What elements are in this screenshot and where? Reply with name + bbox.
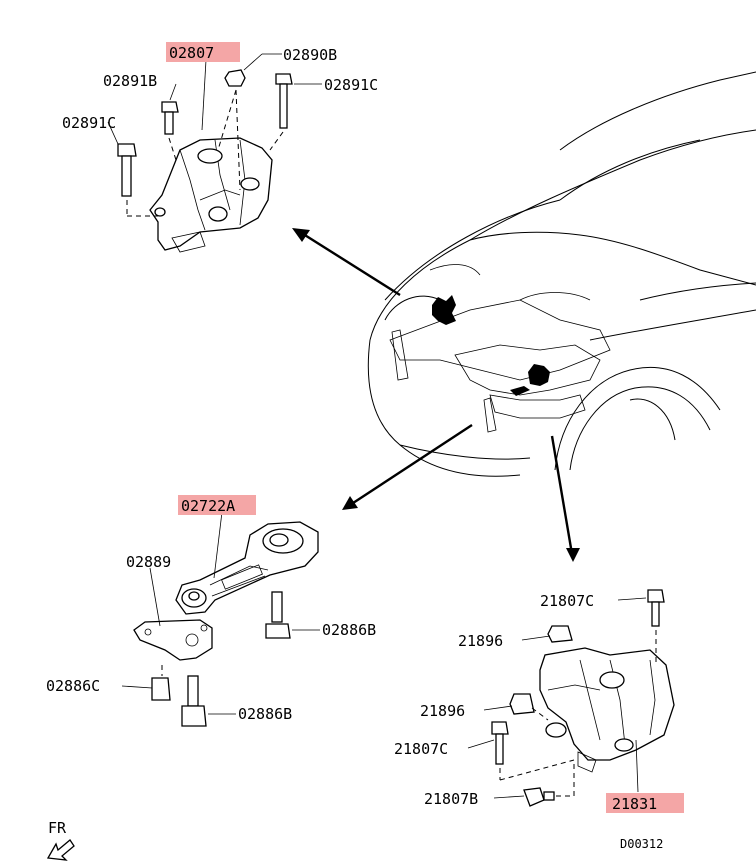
bolt-21807b	[523, 760, 575, 807]
bolt-02886c	[151, 665, 171, 701]
diagram-code: D00312	[620, 837, 663, 851]
car-outline	[367, 71, 756, 477]
label-02886c: 02886C	[46, 677, 100, 695]
label-21807c-lower: 21807C	[394, 740, 448, 758]
nut-21896-lower	[509, 693, 549, 721]
label-02722a: 02722A	[181, 497, 235, 515]
bolt-02890b	[217, 69, 246, 191]
bolt-02891b	[161, 101, 179, 161]
label-02886b-lower: 02886B	[238, 705, 292, 723]
highlight-21831	[606, 793, 684, 813]
label-02886b-upper: 02886B	[322, 621, 376, 639]
right-mount-assembly	[467, 589, 675, 807]
pointer-arrows	[292, 228, 580, 562]
callout-labels: 02807 02890B 02891B 02891C 02891C 02722A…	[46, 42, 684, 813]
highlight-02807	[166, 42, 240, 62]
front-direction-label: FR	[48, 819, 67, 837]
label-02891c-right: 02891C	[324, 76, 378, 94]
label-02891b: 02891B	[103, 72, 157, 90]
footer: FR D00312	[46, 819, 663, 861]
label-02891c-left: 02891C	[62, 114, 116, 132]
bolt-02891c-left	[117, 143, 158, 217]
highlight-02722a	[178, 495, 256, 515]
label-21807b: 21807B	[424, 790, 478, 808]
label-21831: 21831	[612, 795, 657, 813]
bolt-02891c-top	[269, 73, 293, 151]
label-02807: 02807	[169, 44, 214, 62]
label-02890b: 02890B	[283, 46, 337, 64]
label-21896-lower: 21896	[420, 702, 465, 720]
label-21896-upper: 21896	[458, 632, 503, 650]
middle-rod-assembly	[121, 511, 320, 727]
label-21807c-top: 21807C	[540, 592, 594, 610]
label-02889: 02889	[126, 553, 171, 571]
bolt-02886b-lower	[181, 675, 207, 727]
front-direction-arrow-icon	[46, 839, 75, 861]
bolt-21807c-top	[647, 589, 665, 665]
bolt-02886b-upper	[265, 591, 291, 639]
top-mount-assembly	[107, 53, 322, 253]
nut-21896-upper	[547, 625, 573, 643]
bolt-21807c-lower	[491, 721, 575, 781]
